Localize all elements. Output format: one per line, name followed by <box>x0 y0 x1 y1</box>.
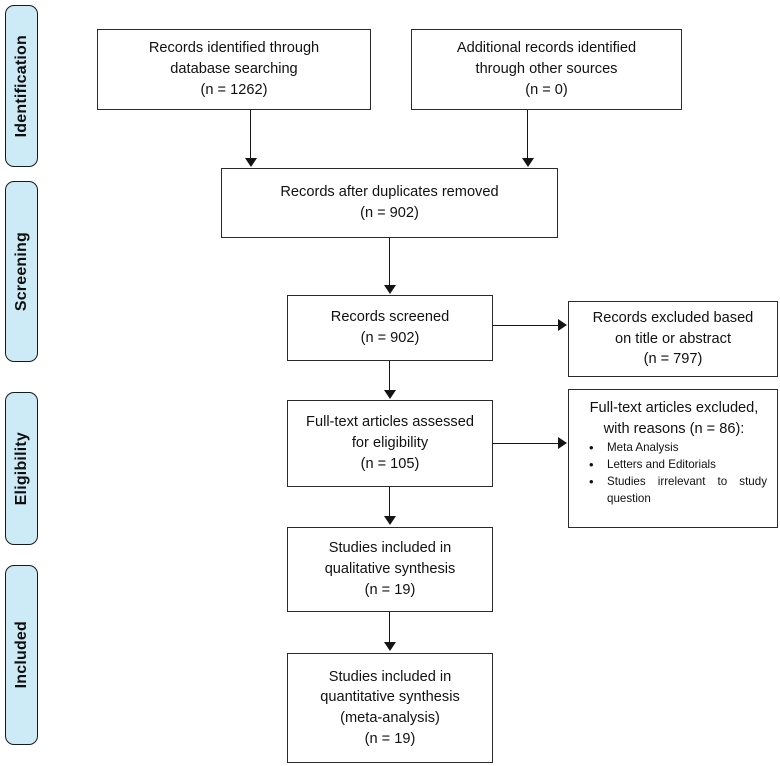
box-records-identified-database-line2: database searching <box>170 61 298 78</box>
stage-eligibility-label: Eligibility <box>12 431 30 506</box>
box-quantitative-synthesis-line2: quantitative synthesis <box>320 689 460 706</box>
box-records-excluded-count: (n = 797) <box>643 351 703 368</box>
connector-qualitative-to-quantitative <box>389 612 390 644</box>
box-additional-records-other-sources-line2: through other sources <box>475 61 618 78</box>
box-fulltext-excluded: Full-text articles excluded, with reason… <box>568 389 778 528</box>
connector-fulltext-to-qualitative <box>389 487 390 518</box>
stage-identification-label: Identification <box>12 34 30 138</box>
stage-included-label: Included <box>12 621 30 689</box>
box-records-excluded-line1: Records excluded based <box>592 309 754 326</box>
stage-included: Included <box>5 565 38 745</box>
arrowhead-qualitative-to-quantitative <box>384 642 396 651</box>
box-records-identified-database-count: (n = 1262) <box>200 81 268 98</box>
box-records-identified-database: Records identified through database sear… <box>97 29 371 110</box>
box-records-screened-count: (n = 902) <box>360 330 420 346</box>
box-qualitative-synthesis-count: (n = 19) <box>364 581 416 598</box>
box-qualitative-synthesis: Studies included in qualitative synthesi… <box>287 527 493 612</box>
box-additional-records-other-sources-line1: Additional records identified <box>456 40 637 57</box>
box-quantitative-synthesis-count: (n = 19) <box>364 730 416 747</box>
box-records-excluded: Records excluded based on title or abstr… <box>568 301 778 377</box>
list-item: Meta Analysis <box>589 439 767 458</box>
arrowhead-duplicates-to-screened <box>384 285 396 294</box>
box-fulltext-assessed-line1: Full-text articles assessed <box>306 414 474 431</box>
box-records-after-duplicates-removed-count: (n = 902) <box>360 205 419 221</box>
fulltext-excluded-reason-list: Meta Analysis Letters and Editorials Stu… <box>577 439 771 507</box>
box-qualitative-synthesis-line2: qualitative synthesis <box>324 561 456 578</box>
box-fulltext-excluded-line2: with reasons (n = 86): <box>603 420 745 437</box>
connector-database-to-duplicates <box>250 110 251 160</box>
box-qualitative-synthesis-line1: Studies included in <box>328 540 452 557</box>
box-records-after-duplicates-removed-line1: Records after duplicates removed <box>280 184 499 201</box>
box-quantitative-synthesis-line1: Studies included in <box>328 668 452 685</box>
box-records-screened-line1: Records screened <box>330 309 450 326</box>
stage-identification: Identification <box>5 5 38 167</box>
arrowhead-screened-to-fulltext <box>384 390 396 399</box>
arrowhead-database-to-duplicates <box>245 158 257 167</box>
connector-screened-to-fulltext <box>389 361 390 392</box>
arrowhead-fulltext-to-excluded <box>558 437 567 449</box>
box-additional-records-other-sources-count: (n = 0) <box>525 81 568 98</box>
box-fulltext-assessed-count: (n = 105) <box>360 455 420 472</box>
box-fulltext-excluded-line1: Full-text articles excluded, <box>589 400 759 416</box>
connector-duplicates-to-screened <box>389 238 390 287</box>
list-item: Letters and Editorials <box>589 456 767 475</box>
box-quantitative-synthesis-line3: (meta-analysis) <box>340 710 440 726</box>
box-fulltext-assessed: Full-text articles assessed for eligibil… <box>287 400 493 487</box>
connector-other-sources-to-duplicates <box>527 110 528 160</box>
box-quantitative-synthesis: Studies included in quantitative synthes… <box>287 653 493 763</box>
arrowhead-other-sources-to-duplicates <box>522 158 534 167</box>
stage-screening: Screening <box>5 181 38 362</box>
stage-screening-label: Screening <box>12 231 30 312</box>
connector-screened-to-excluded <box>493 325 559 326</box>
stage-eligibility: Eligibility <box>5 392 38 545</box>
list-item: Studies irrelevant to study question <box>589 473 767 507</box>
box-records-identified-database-line1: Records identified through <box>148 40 320 57</box>
box-records-excluded-line2: on title or abstract <box>615 330 731 347</box>
connector-fulltext-to-excluded <box>493 443 559 444</box>
arrowhead-fulltext-to-qualitative <box>384 516 396 525</box>
arrowhead-screened-to-excluded <box>558 319 567 331</box>
box-records-after-duplicates-removed: Records after duplicates removed (n = 90… <box>221 168 558 238</box>
box-records-screened: Records screened (n = 902) <box>287 295 493 361</box>
box-fulltext-assessed-line2: for eligibility <box>351 435 429 452</box>
box-additional-records-other-sources: Additional records identified through ot… <box>411 29 682 110</box>
